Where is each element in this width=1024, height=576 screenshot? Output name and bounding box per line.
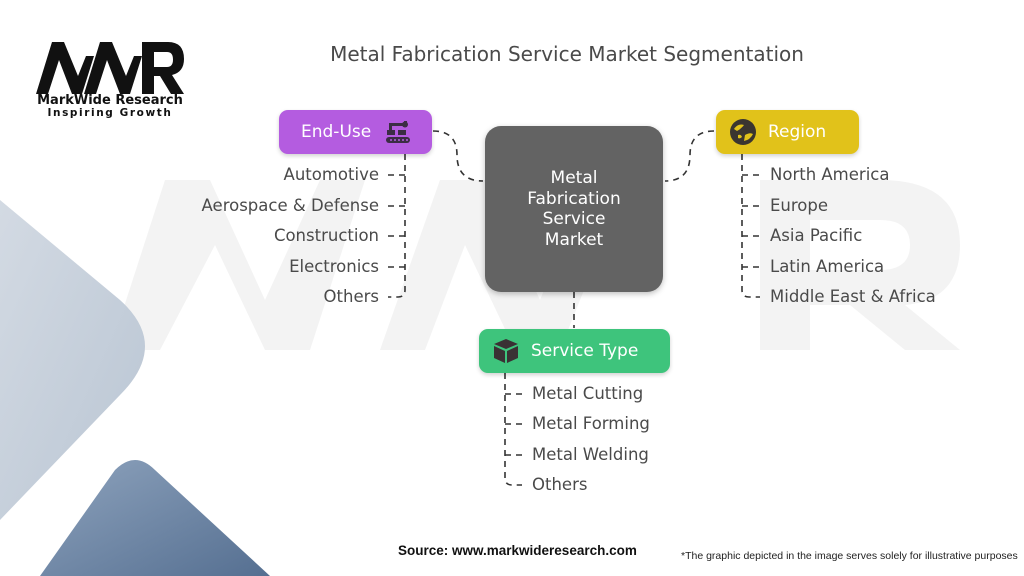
segment-region-label: Region — [768, 122, 827, 142]
segment-service-type: Service Type — [479, 329, 670, 373]
end-use-item: Automotive — [283, 165, 379, 184]
brand-logo-mark — [36, 42, 184, 94]
center-line: Market — [544, 229, 604, 250]
cube-icon — [494, 339, 518, 363]
center-line: Service — [542, 209, 606, 229]
region-item: Middle East & Africa — [770, 287, 936, 306]
region-item: North America — [770, 165, 890, 184]
region-item: Europe — [770, 196, 829, 215]
brand-name: MarkWide Research — [37, 93, 183, 108]
center-node: Metal Fabrication Service Market — [485, 126, 663, 292]
disclaimer-note: *The graphic depicted in the image serve… — [681, 550, 1018, 562]
decor-shape-dark — [40, 460, 270, 576]
service-type-item: Metal Cutting — [532, 384, 644, 403]
end-use-item: Aerospace & Defense — [201, 196, 379, 215]
end-use-item: Others — [323, 287, 379, 306]
service-type-item: Metal Welding — [532, 445, 649, 464]
region-item: Asia Pacific — [770, 226, 863, 245]
end-use-item: Construction — [273, 226, 379, 245]
center-line: Fabrication — [527, 188, 621, 209]
segment-end-use-label: End-Use — [301, 122, 372, 142]
brand-tagline: Inspiring Growth — [47, 107, 173, 119]
globe-icon — [730, 119, 756, 145]
service-type-item: Others — [532, 475, 588, 494]
source-text: Source: www.markwideresearch.com — [398, 543, 637, 558]
page-title: Metal Fabrication Service Market Segment… — [330, 42, 804, 66]
region-item: Latin America — [770, 257, 885, 276]
service-type-item: Metal Forming — [532, 414, 650, 433]
end-use-item: Electronics — [289, 257, 379, 276]
segment-region: Region — [716, 110, 859, 154]
conveyor-robot-icon — [386, 121, 411, 143]
segment-service-type-label: Service Type — [531, 341, 639, 361]
segment-end-use: End-Use — [279, 110, 432, 154]
center-line: Metal — [550, 168, 598, 188]
decor-shape-light — [0, 200, 145, 520]
